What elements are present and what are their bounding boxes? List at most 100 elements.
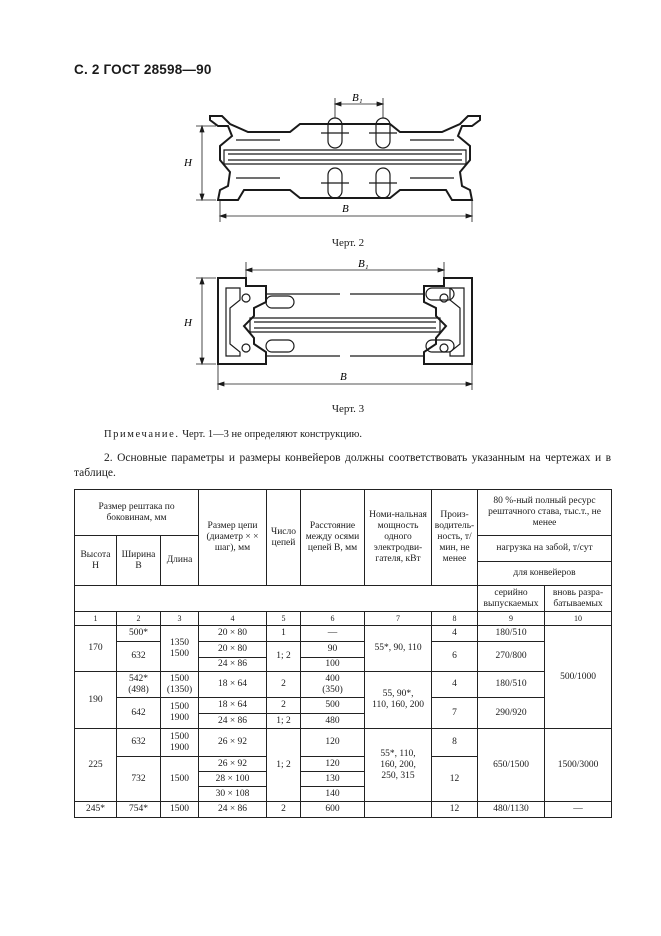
hdr-grate-size: Размер рештака по боковинам, мм [73, 489, 200, 536]
cell-height: 190 [74, 671, 117, 729]
col-num: 7 [364, 611, 433, 626]
cell-count: 1 [266, 625, 302, 642]
col-num: 5 [266, 611, 302, 626]
cell-count: 2 [266, 697, 302, 714]
cell-count: 1; 2 [266, 641, 302, 672]
cell-productivity: 12 [431, 801, 479, 818]
cell-productivity: 4 [431, 671, 479, 698]
cell-chain: 24 × 86 [198, 657, 268, 672]
cell-count: 1; 2 [266, 713, 302, 729]
cell-productivity: 7 [431, 697, 479, 729]
cell-count: 2 [266, 801, 302, 818]
cell-distance: 130 [300, 771, 366, 787]
cell-width: 500* [116, 625, 161, 642]
cell-length: 1500 1900 [159, 697, 200, 729]
cell-distance: — [300, 625, 366, 642]
col-num: 3 [159, 611, 200, 626]
cell-productivity: 6 [431, 641, 479, 672]
cell-productivity: 4 [431, 625, 479, 642]
cell-height: 170 [74, 625, 117, 672]
caption-fig2: Черт. 2 [331, 237, 365, 249]
hdr-new: вновь разра-батываемых [544, 585, 613, 612]
hdr-for-conveyors: для конвейеров [477, 561, 613, 586]
conveyor-drawing-fig2: B₁ H B [183, 92, 481, 222]
main-paragraph: 2. Основные параметры и размеры конвейер… [74, 452, 611, 479]
col-num: 1 [74, 611, 117, 626]
cell-width: 542* (498) [116, 671, 161, 698]
hdr-power: Номи-нальная мощность одного электродви-… [364, 489, 433, 586]
cell-height: 225 [74, 728, 117, 802]
cell-productivity: 8 [431, 728, 479, 757]
hdr-chain-size: Размер цепи (диаметр × × шаг), мм [198, 489, 268, 586]
note: Примечание. Черт. 1—3 не определяют конс… [104, 429, 362, 440]
cell-width: 632 [116, 641, 161, 672]
cell-new: 1500/3000 [544, 728, 613, 802]
cell-distance: 120 [300, 756, 366, 772]
cell-width: 632 [116, 728, 161, 757]
cell-count: 1; 2 [266, 728, 302, 802]
dim-h-label: H [183, 317, 193, 329]
cell-productivity: 12 [431, 756, 479, 802]
caption-fig3: Черт. 3 [331, 403, 365, 415]
cell-chain: 26 × 92 [198, 756, 268, 772]
hdr-serial: серийно выпускаемых [477, 585, 546, 612]
cell-distance: 480 [300, 713, 366, 729]
cell-distance: 140 [300, 786, 366, 802]
cell-distance: 400 (350) [300, 671, 366, 698]
cell-serial: 180/510 [477, 671, 546, 698]
cell-power: 55, 90*, 110, 160, 200 [364, 671, 433, 729]
dim-b1-label: B₁ [358, 258, 369, 270]
cell-chain: 24 × 86 [198, 713, 268, 729]
cell-width: 732 [116, 756, 161, 802]
cell-width: 754* [116, 801, 161, 818]
hdr-length: Длина [159, 535, 200, 586]
cell-chain: 18 × 64 [198, 671, 268, 698]
hdr-chain-distance: Расстояние между осями цепей B, мм [300, 489, 366, 586]
hdr-load: нагрузка на забой, т/сут [477, 535, 613, 562]
cell-length: 1500 [159, 801, 200, 818]
page-header: С. 2 ГОСТ 28598—90 [74, 62, 212, 77]
cell-new: 500/1000 [544, 625, 613, 729]
cell-distance: 600 [300, 801, 366, 818]
cell-serial: 650/1500 [477, 728, 546, 802]
parameters-table: Размер рештака по боковинам, мм Размер ц… [73, 489, 613, 818]
dim-b-label: B [340, 371, 347, 383]
cell-distance: 500 [300, 697, 366, 714]
note-label: Примечание. [104, 429, 180, 440]
cell-chain: 24 × 86 [198, 801, 268, 818]
cell-length: 1500 1900 [159, 728, 200, 757]
cell-width: 642 [116, 697, 161, 729]
dim-b1-label: B₁ [352, 92, 363, 104]
cell-serial: 270/800 [477, 641, 546, 672]
col-num: 6 [300, 611, 366, 626]
dim-b-label: B [342, 203, 349, 215]
cell-serial: 290/920 [477, 697, 546, 729]
cell-power: 55*, 110, 160, 200, 250, 315 [364, 728, 433, 802]
note-text: Черт. 1—3 не определяют конструкцию. [179, 429, 362, 440]
cell-distance: 90 [300, 641, 366, 658]
cell-count: 2 [266, 671, 302, 698]
conveyor-drawing-fig3: B₁ H B [183, 258, 474, 390]
hdr-resource: 80 %-ный полный ресурс рештачного става,… [477, 489, 613, 536]
cell-new: — [544, 801, 613, 818]
cell-chain: 26 × 92 [198, 728, 267, 757]
dim-h-label: H [183, 157, 193, 169]
hdr-chain-count: Число цепей [266, 489, 302, 586]
col-num: 8 [431, 611, 479, 626]
cell-distance: 120 [300, 728, 365, 757]
cell-chain: 28 × 100 [198, 771, 268, 787]
cell-height: 245* [74, 801, 117, 818]
col-num: 10 [544, 611, 613, 626]
cell-chain: 30 × 108 [198, 786, 268, 802]
col-num: 4 [198, 611, 268, 626]
cell-chain: 18 × 64 [198, 697, 268, 714]
hdr-productivity: Произ-водитель-ность, т/мин, не менее [431, 489, 479, 586]
col-num: 9 [477, 611, 546, 626]
cell-length: 1500 [159, 756, 200, 802]
cell-serial: 180/510 [477, 625, 546, 642]
cell-distance: 100 [300, 657, 366, 672]
cell-length: 1500 (1350) [159, 671, 200, 698]
col-num: 2 [116, 611, 161, 626]
hdr-width: Ширина B [116, 535, 161, 586]
cell-power [364, 801, 433, 818]
